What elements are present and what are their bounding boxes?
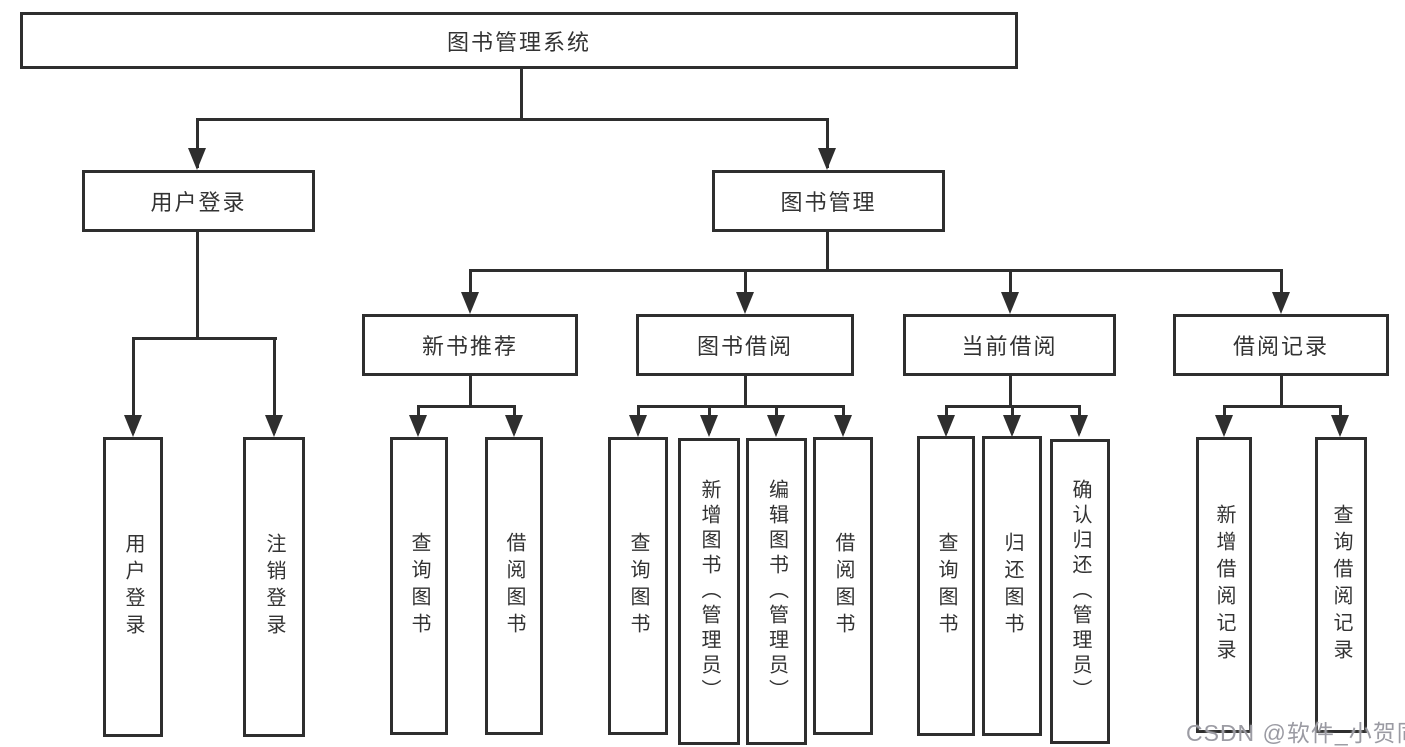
connector-line xyxy=(744,376,747,408)
connector-line xyxy=(637,405,845,408)
node-new-book-recommend: 新书推荐 xyxy=(362,314,578,376)
arrowhead-icon xyxy=(1331,415,1349,437)
node-book-management: 图书管理 xyxy=(712,170,945,232)
node-borrow-records-label: 借阅记录 xyxy=(1232,334,1329,359)
leaf-logout: 注销登录 xyxy=(243,437,305,737)
leaf-add-books-admin: 新增图书（管理员） xyxy=(678,438,740,745)
leaf-query-books-recommend-label: 查询图书 xyxy=(408,532,430,640)
node-new-book-recommend-label: 新书推荐 xyxy=(421,334,518,359)
connector-line xyxy=(1223,405,1342,408)
connector-line xyxy=(520,68,523,120)
arrowhead-icon xyxy=(188,148,206,170)
connector-line xyxy=(469,269,472,309)
leaf-logout-label: 注销登录 xyxy=(263,533,285,641)
arrowhead-icon xyxy=(937,415,955,437)
node-user-login-label: 用户登录 xyxy=(150,190,247,215)
arrowhead-icon xyxy=(834,415,852,437)
arrowhead-icon xyxy=(124,415,142,437)
node-current-borrow-label: 当前借阅 xyxy=(961,334,1058,359)
connector-line xyxy=(469,269,1283,272)
arrowhead-icon xyxy=(1001,292,1019,314)
leaf-user-login: 用户登录 xyxy=(103,437,163,737)
leaf-confirm-return-admin-label: 确认归还（管理员） xyxy=(1069,479,1091,704)
node-user-login: 用户登录 xyxy=(82,170,315,232)
arrowhead-icon xyxy=(1070,415,1088,437)
connector-line xyxy=(196,118,829,121)
leaf-query-borrow-record-label: 查询借阅记录 xyxy=(1330,504,1352,666)
leaf-edit-books-admin: 编辑图书（管理员） xyxy=(746,438,807,745)
leaf-borrow-books-recommend-label: 借阅图书 xyxy=(503,532,525,640)
node-book-borrow: 图书借阅 xyxy=(636,314,854,376)
node-book-borrow-label: 图书借阅 xyxy=(696,334,793,359)
node-current-borrow: 当前借阅 xyxy=(903,314,1116,376)
leaf-return-books-label: 归还图书 xyxy=(1001,532,1023,640)
leaf-edit-books-admin-label: 编辑图书（管理员） xyxy=(765,479,788,704)
connector-line xyxy=(826,232,829,272)
leaf-query-books-recommend: 查询图书 xyxy=(390,437,448,735)
leaf-borrow-books-label: 借阅图书 xyxy=(832,532,854,640)
leaf-add-books-admin-label: 新增图书（管理员） xyxy=(698,479,720,704)
arrowhead-icon xyxy=(265,415,283,437)
leaf-confirm-return-admin: 确认归还（管理员） xyxy=(1050,439,1110,744)
arrowhead-icon xyxy=(1272,292,1290,314)
connector-line xyxy=(1009,376,1012,408)
arrowhead-icon xyxy=(505,415,523,437)
leaf-add-borrow-record: 新增借阅记录 xyxy=(1196,437,1252,733)
leaf-query-books-borrow-label: 查询图书 xyxy=(627,532,649,640)
connector-line xyxy=(744,269,747,309)
leaf-query-books-borrow: 查询图书 xyxy=(608,437,668,735)
connector-line xyxy=(196,232,199,340)
leaf-query-books-current: 查询图书 xyxy=(917,436,975,736)
leaf-add-borrow-record-label: 新增借阅记录 xyxy=(1213,504,1235,666)
csdn-watermark: CSDN @软件_小贺同学 xyxy=(1186,720,1405,746)
leaf-user-login-label: 用户登录 xyxy=(122,533,144,641)
connector-line xyxy=(196,118,199,168)
leaf-query-borrow-record: 查询借阅记录 xyxy=(1315,437,1367,733)
connector-line xyxy=(273,337,276,433)
arrowhead-icon xyxy=(1215,415,1233,437)
leaf-query-books-current-label: 查询图书 xyxy=(935,532,957,640)
node-root-label: 图书管理系统 xyxy=(446,29,591,55)
connector-line xyxy=(469,376,472,408)
leaf-borrow-books-recommend: 借阅图书 xyxy=(485,437,543,735)
leaf-borrow-books: 借阅图书 xyxy=(813,437,873,735)
node-book-management-label: 图书管理 xyxy=(780,190,877,215)
connector-line xyxy=(826,118,829,168)
node-borrow-records: 借阅记录 xyxy=(1173,314,1389,376)
connector-line xyxy=(132,337,135,433)
arrowhead-icon xyxy=(818,148,836,170)
arrowhead-icon xyxy=(409,415,427,437)
connector-line xyxy=(417,405,516,408)
arrowhead-icon xyxy=(629,415,647,437)
node-root: 图书管理系统 xyxy=(20,12,1018,69)
arrowhead-icon xyxy=(736,292,754,314)
arrowhead-icon xyxy=(1003,415,1021,437)
connector-line xyxy=(1009,269,1012,309)
leaf-return-books: 归还图书 xyxy=(982,436,1042,736)
connector-line xyxy=(1280,269,1283,309)
arrowhead-icon xyxy=(767,415,785,437)
arrowhead-icon xyxy=(700,415,718,437)
connector-line xyxy=(132,337,277,340)
arrowhead-icon xyxy=(461,292,479,314)
connector-line xyxy=(1280,376,1283,408)
